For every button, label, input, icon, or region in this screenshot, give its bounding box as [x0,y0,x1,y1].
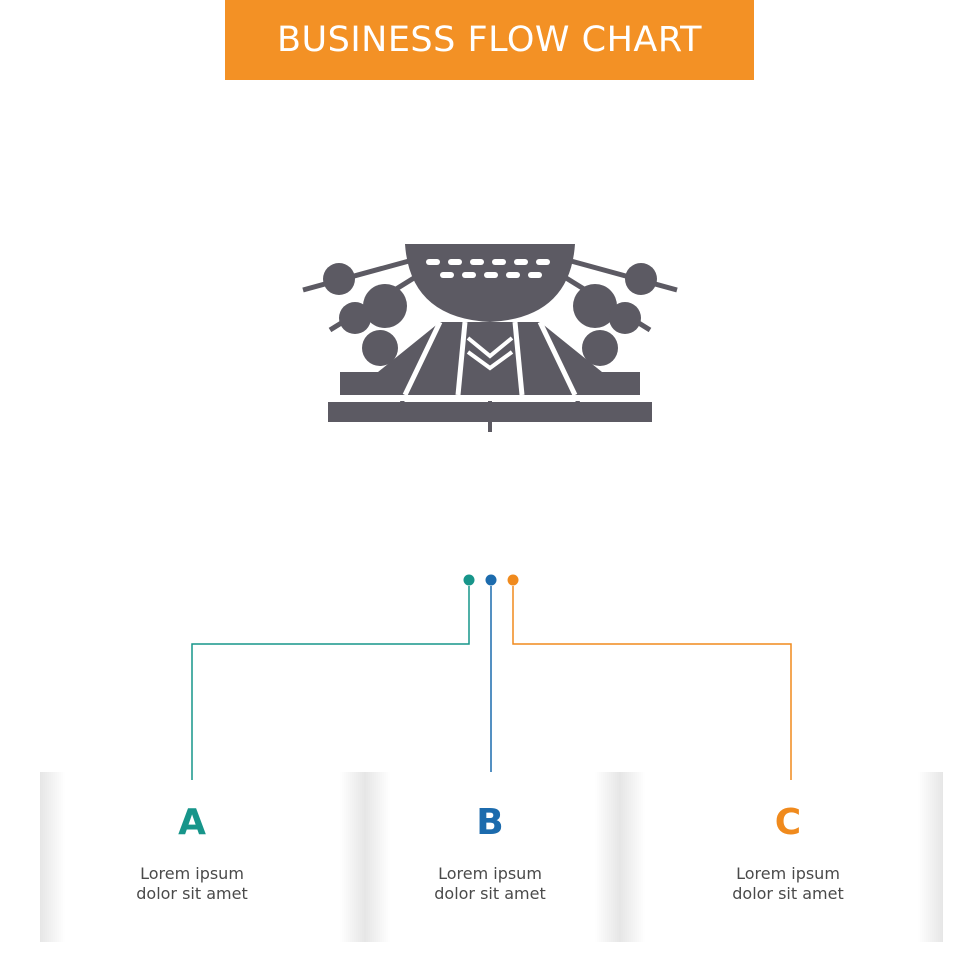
option-letter-c: C [774,802,802,843]
card-a-right-shadow [340,772,365,942]
title-banner: BUSINESS FLOW CHART [225,0,754,80]
connector-dot-c [507,574,519,586]
page-title: BUSINESS FLOW CHART [276,20,703,60]
option-text-a-line1: Lorem ipsum [140,864,244,883]
connector-dot-b [485,574,497,586]
option-letter-a: A [178,802,206,843]
connector-line-c [512,586,792,780]
card-a-shadow [40,772,65,942]
option-text-a: Lorem ipsum dolor sit amet [92,864,292,904]
card-b-right-shadow [595,772,620,942]
option-text-c-line1: Lorem ipsum [736,864,840,883]
connector-dot-a [463,574,475,586]
option-text-b: Lorem ipsum dolor sit amet [390,864,590,904]
option-letter-b: B [476,802,504,843]
option-text-b-line2: dolor sit amet [434,884,546,903]
option-text-c: Lorem ipsum dolor sit amet [688,864,888,904]
option-text-a-line2: dolor sit amet [136,884,248,903]
card-c-shadow [620,772,645,942]
connector-line-a [191,586,470,780]
option-text-b-line1: Lorem ipsum [438,864,542,883]
card-c-right-shadow [918,772,943,942]
option-text-c-line2: dolor sit amet [732,884,844,903]
card-b-shadow [365,772,390,942]
